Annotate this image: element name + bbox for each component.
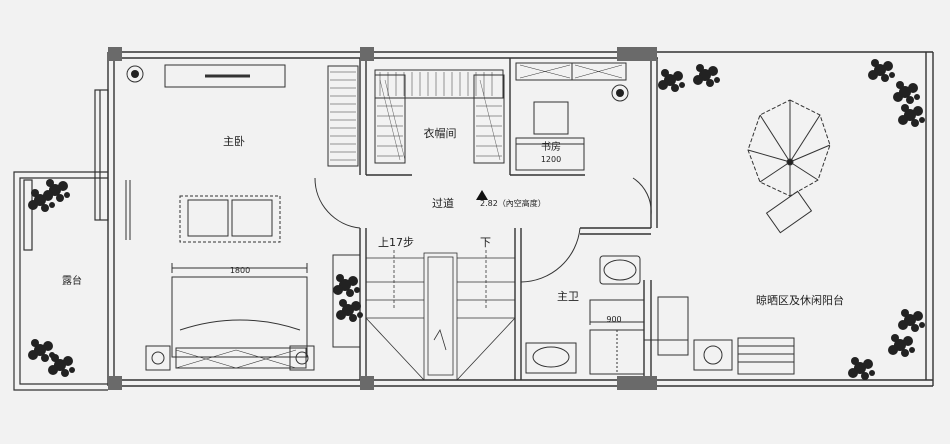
study-furniture (515, 62, 652, 216)
bathroom-fixtures (520, 227, 689, 375)
plant-icon (28, 339, 55, 362)
room-label-study: 书房 (541, 140, 561, 153)
stairs-down-label: 下 (480, 236, 491, 249)
room-label-terrace: 露台 (62, 274, 82, 287)
terrace-outline (13, 89, 109, 391)
plant-icon (333, 274, 360, 297)
level-marker-icon (126, 65, 144, 83)
plant-icon (893, 81, 920, 104)
plant-icon (848, 357, 875, 380)
stairs-up-label: 上17步 (378, 236, 414, 249)
washbasin-icon (525, 342, 577, 374)
room-label-corridor: 过道 (432, 196, 454, 210)
plant-icon (43, 179, 70, 202)
umbrella-icon (747, 99, 831, 197)
room-label-walk-in-closet: 衣帽间 (424, 126, 457, 140)
closet-furniture (327, 65, 505, 167)
stairs (365, 250, 516, 381)
plant-icon (898, 309, 925, 332)
desk-width-dimension: 1200 (541, 155, 561, 164)
plant-icon (48, 354, 75, 377)
level-marker-icon (611, 84, 629, 102)
plant-icon (898, 104, 925, 127)
ceiling-height-label: 2.82（內空高度） (480, 198, 546, 208)
room-label-master-bedroom: 主卧 (223, 135, 245, 148)
plant-icon (658, 69, 685, 92)
room-label-balcony: 晾晒区及休闲阳台 (756, 293, 844, 307)
toilet-icon (599, 255, 641, 285)
plant-icon (868, 59, 895, 82)
columns (108, 47, 657, 390)
level-marker-icon (476, 190, 488, 200)
room-label-master-bath: 主卫 (557, 290, 579, 303)
bed-width-dimension: 1800 (230, 266, 250, 275)
balcony-furniture (693, 99, 831, 375)
plant-icon (888, 334, 915, 357)
bedroom-furniture (125, 64, 361, 371)
closet-hatch (330, 71, 502, 161)
walls (107, 51, 934, 387)
plant-icon (336, 299, 363, 322)
plant-icon (693, 64, 720, 87)
shower-width-dimension: 900 (606, 315, 621, 324)
